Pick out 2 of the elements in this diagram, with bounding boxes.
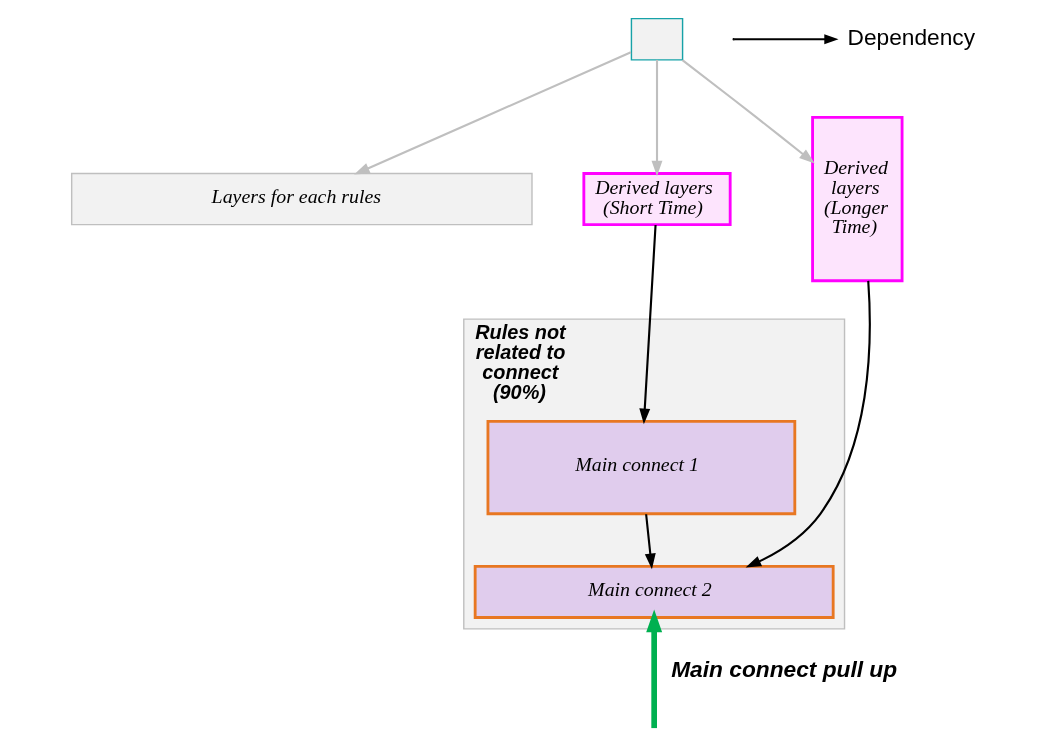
legend-label: Dependency	[847, 23, 975, 50]
edge-label: Main connect pull up	[670, 655, 897, 682]
